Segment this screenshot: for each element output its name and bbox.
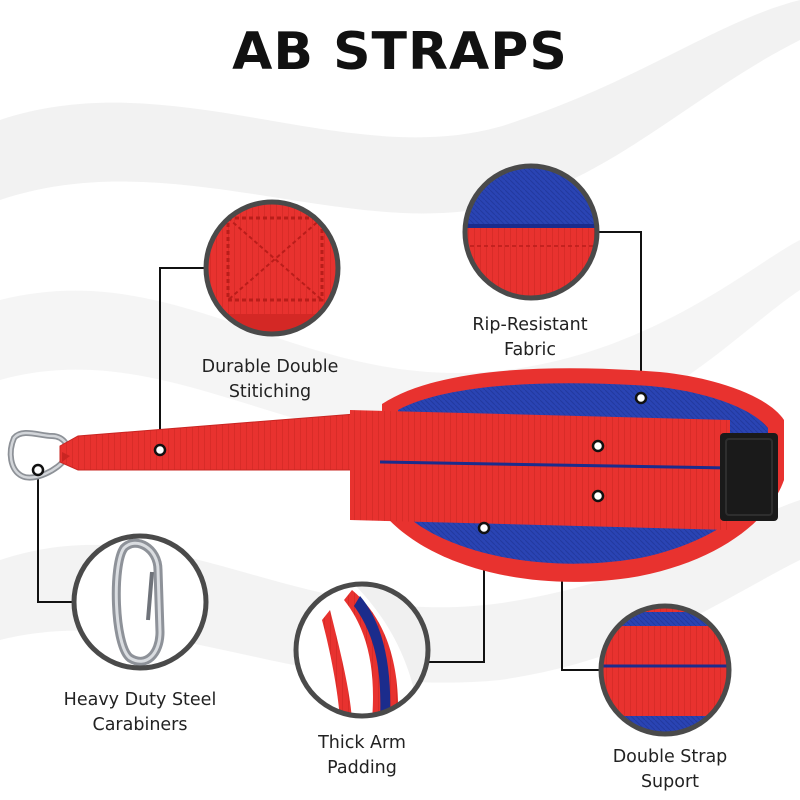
- feature-label-strap: Double Strap Suport: [595, 745, 745, 795]
- carabiner-label-line1: Heavy Duty Steel: [63, 690, 217, 710]
- stitching-label-line1: Durable Double: [201, 357, 339, 377]
- dot-strap-top: [591, 439, 605, 453]
- carabiner-label-line2: Carabiners: [92, 715, 188, 735]
- padding-label-line1: Thick Arm: [318, 733, 406, 753]
- strap-label-line2: Suport: [640, 772, 700, 792]
- leader-carabiner: [37, 470, 74, 603]
- strap-label-line1: Double Strap: [612, 747, 728, 767]
- feature-label-stitching: Durable Double Stitiching: [190, 355, 350, 405]
- ab-strap-product: [7, 368, 784, 582]
- velcro-patch: [720, 433, 778, 521]
- dot-padding: [477, 521, 491, 535]
- dot-stitching: [153, 443, 167, 457]
- leader-padding: [428, 528, 485, 663]
- stitching-label-line2: Stitiching: [228, 382, 312, 402]
- stitched-patch-closeup-icon: [203, 199, 341, 337]
- carabiner-closeup-icon: [71, 533, 209, 671]
- dot-fabric: [634, 391, 648, 405]
- dot-carabiner: [31, 463, 45, 477]
- leader-stitching: [159, 267, 206, 450]
- page-title: AB STRAPS: [232, 22, 568, 82]
- feature-label-fabric: Rip-Resistant Fabric: [450, 313, 610, 363]
- padding-label-line2: Padding: [327, 758, 397, 778]
- callout-dots: [31, 391, 648, 535]
- strap-center-band: [350, 410, 730, 530]
- double-strap-closeup-icon: [598, 603, 732, 737]
- feature-label-padding: Thick Arm Padding: [292, 731, 432, 781]
- padding-closeup-icon: [293, 581, 431, 719]
- feature-label-carabiner: Heavy Duty Steel Carabiners: [50, 688, 230, 738]
- fabric-label-line1: Rip-Resistant: [472, 315, 588, 335]
- strap-tail: [59, 411, 381, 471]
- fabric-label-line2: Fabric: [504, 340, 556, 360]
- leader-fabric: [597, 231, 642, 398]
- dot-strap-bottom: [591, 489, 605, 503]
